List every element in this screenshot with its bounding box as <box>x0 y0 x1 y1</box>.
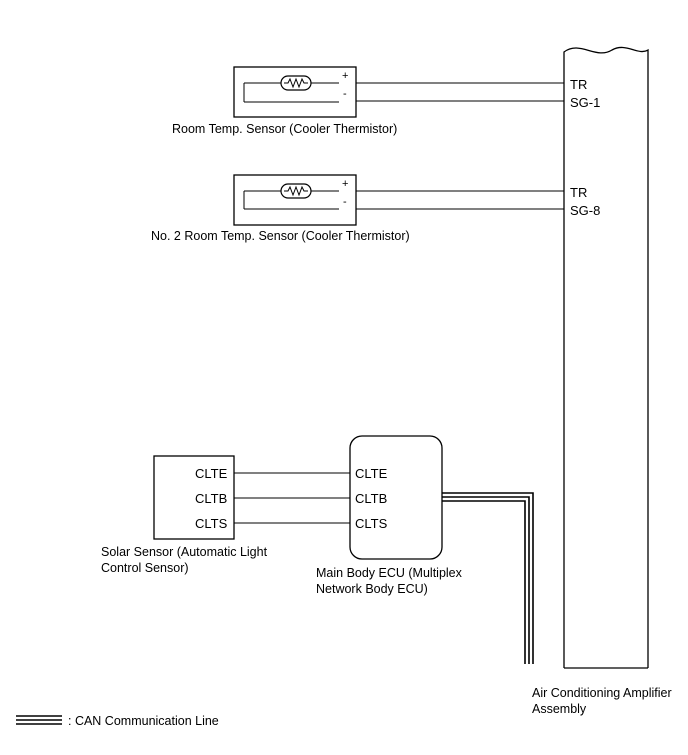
can-legend-symbol <box>16 715 62 725</box>
sensor2-plus: + <box>342 178 348 190</box>
ecu-label-line2: Network Body ECU) <box>316 582 428 596</box>
ecu-label-line1: Main Body ECU (Multiplex <box>316 566 463 580</box>
sensor2-label: No. 2 Room Temp. Sensor (Cooler Thermist… <box>151 229 410 243</box>
amplifier-block <box>563 46 649 669</box>
solar-sensor-label-line1: Solar Sensor (Automatic Light <box>101 545 268 559</box>
ecu-pin-clte: CLTE <box>355 466 388 481</box>
amplifier-label-line2: Assembly <box>532 702 587 716</box>
sensor1-minus: - <box>343 88 347 100</box>
room-temp-sensor-2 <box>233 174 357 226</box>
sensor1-pin-tr: TR <box>570 77 587 92</box>
solar-sensor-label-line2: Control Sensor) <box>101 561 189 575</box>
solar-pin-clte: CLTE <box>195 466 228 481</box>
sensor1-pin-sg: SG-1 <box>570 95 600 110</box>
resistor-icon <box>284 185 308 197</box>
can-legend-label: : CAN Communication Line <box>68 714 219 728</box>
resistor-icon <box>284 77 308 89</box>
room-temp-sensor-1 <box>233 66 357 118</box>
can-communication-line <box>442 492 534 664</box>
ecu-pin-cltb: CLTB <box>355 491 387 506</box>
sensor1-label: Room Temp. Sensor (Cooler Thermistor) <box>172 122 397 136</box>
sensor2-minus: - <box>343 196 347 208</box>
sensor2-pin-tr: TR <box>570 185 587 200</box>
solar-pin-cltb: CLTB <box>195 491 227 506</box>
amplifier-label-line1: Air Conditioning Amplifier <box>532 686 672 700</box>
ecu-pin-clts: CLTS <box>355 516 388 531</box>
solar-pin-clts: CLTS <box>195 516 228 531</box>
sensor2-pin-sg: SG-8 <box>570 203 600 218</box>
sensor1-plus: + <box>342 70 348 82</box>
